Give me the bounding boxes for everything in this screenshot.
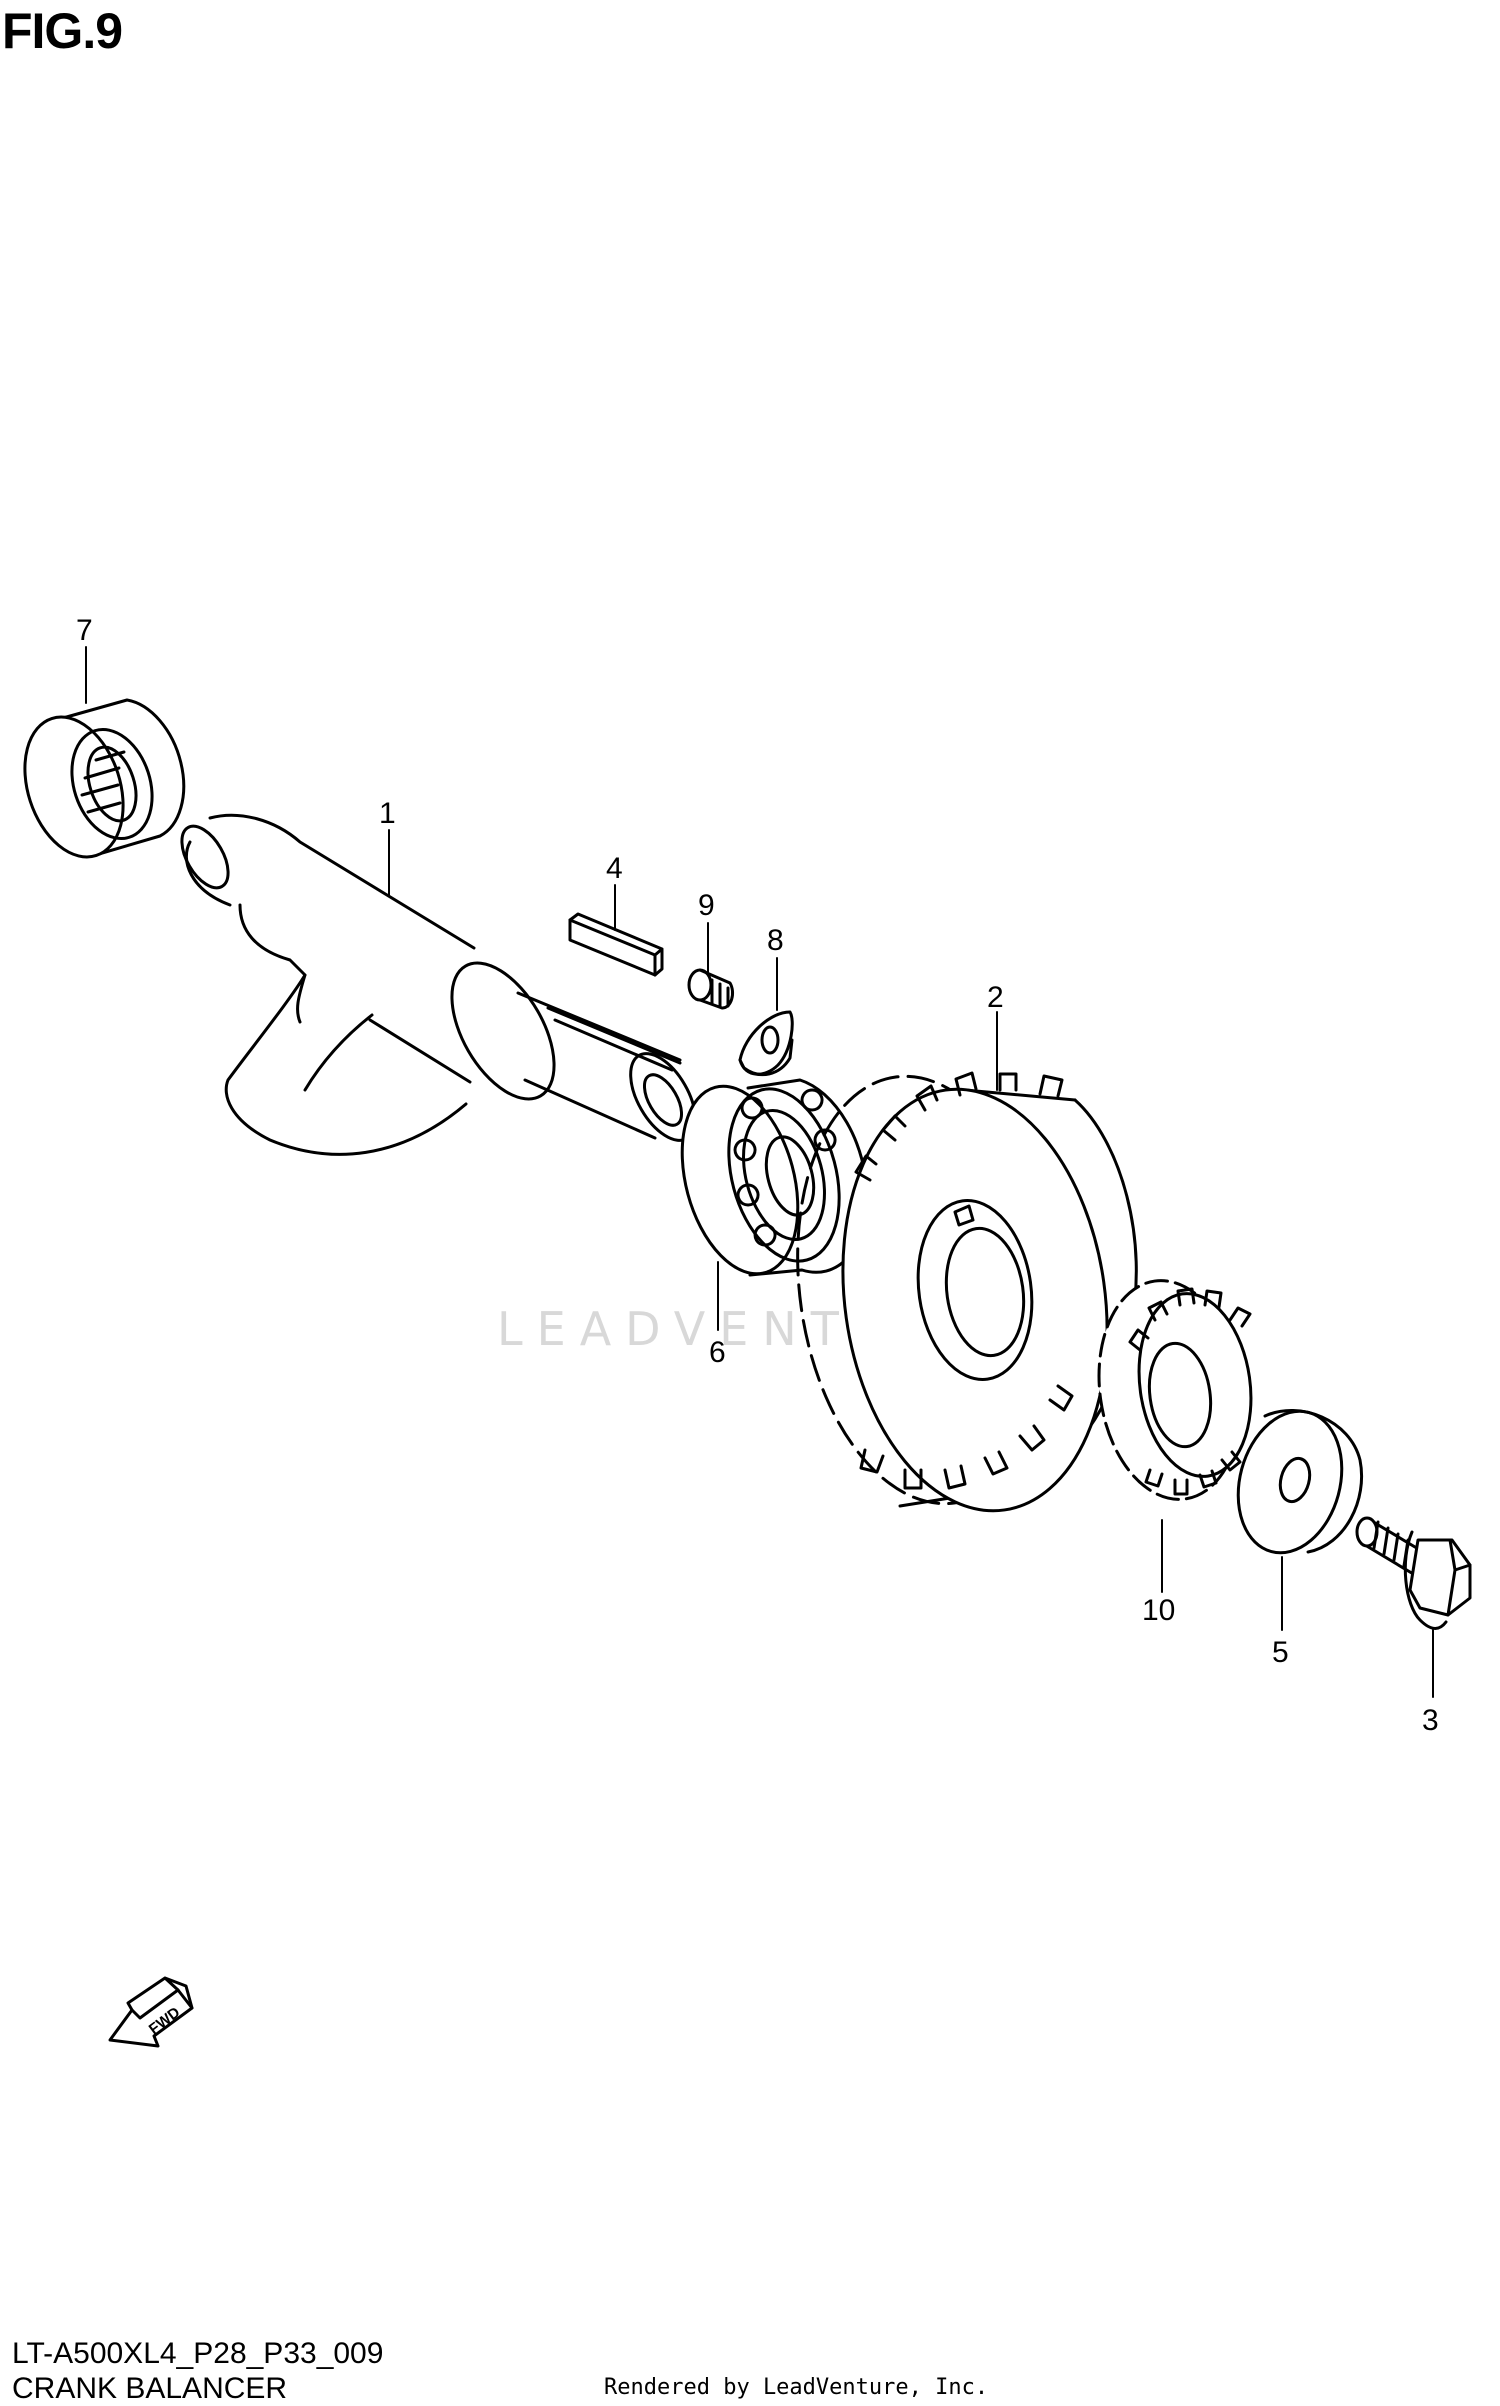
callout-8: 8 [767, 924, 784, 957]
crank-balancer-shaft-part[interactable] [172, 813, 708, 1156]
gear-part[interactable] [1085, 1271, 1262, 1508]
washer-part[interactable] [1223, 1400, 1363, 1565]
callout-7: 7 [76, 614, 93, 647]
ball-bearing-part[interactable] [663, 1073, 869, 1286]
callout-9: 9 [698, 889, 715, 922]
callout-3: 3 [1422, 1704, 1439, 1737]
callout-2: 2 [987, 981, 1004, 1014]
callout-5: 5 [1272, 1636, 1289, 1669]
forward-direction-arrow [108, 1976, 194, 2048]
balancer-driven-gear-part[interactable] [771, 1060, 1138, 1528]
screw-part[interactable] [687, 968, 735, 1010]
callout-10: 10 [1142, 1594, 1175, 1627]
callout-4: 4 [606, 852, 623, 885]
lock-washer-part[interactable] [738, 1010, 794, 1077]
callout-1: 1 [379, 797, 396, 830]
bolt-part[interactable] [1355, 1516, 1472, 1630]
leader-lines [85, 646, 1434, 1698]
model-code: LT-A500XL4_P28_P33_009 [12, 2337, 384, 2370]
callout-6: 6 [709, 1336, 726, 1369]
key-part[interactable] [568, 912, 664, 977]
figure-title: FIG.9 [2, 3, 123, 59]
section-name: CRANK BALANCER [12, 2372, 288, 2405]
needle-bearing-part[interactable] [8, 698, 186, 870]
render-credit: Rendered by LeadVenture, Inc. [604, 2375, 989, 2400]
